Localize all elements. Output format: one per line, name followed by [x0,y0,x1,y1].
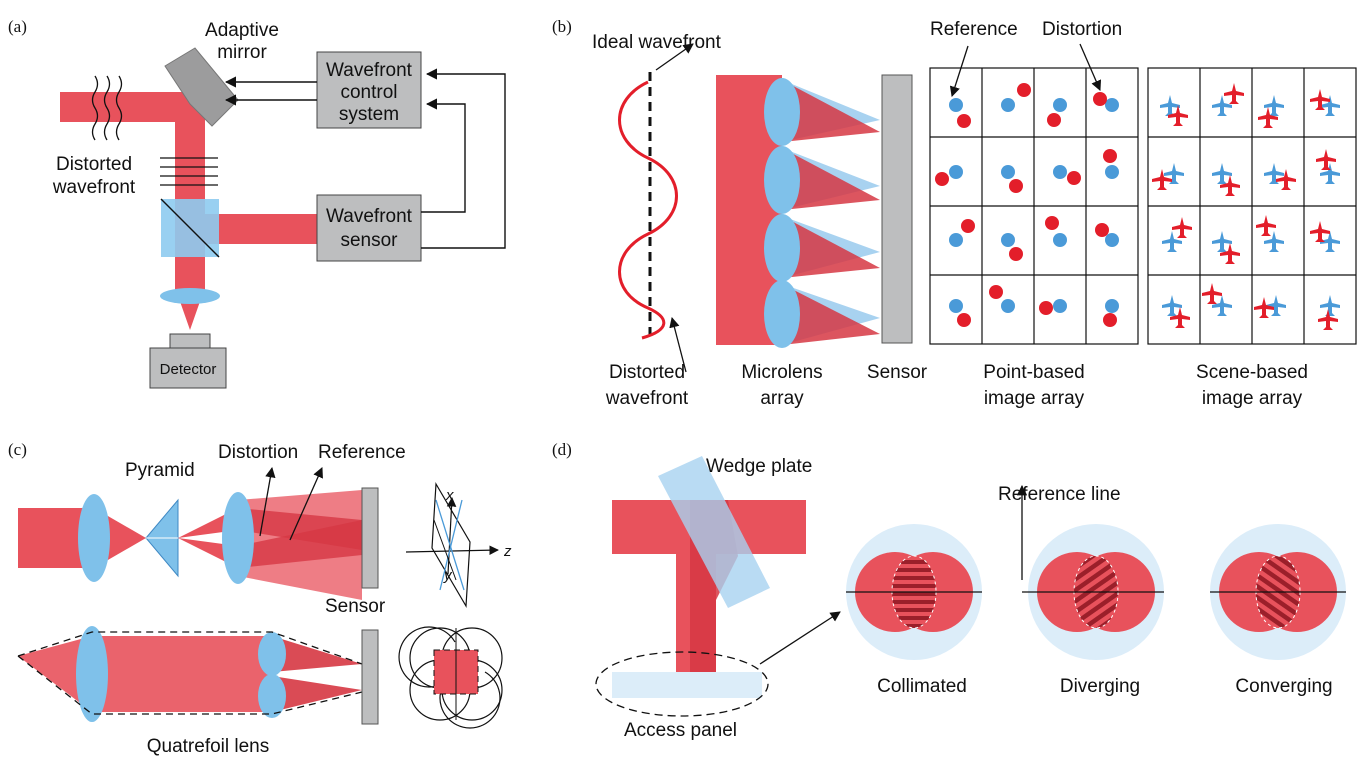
control-label-3: system [339,104,399,125]
diverging-label: Diverging [1060,676,1140,697]
panel-b-tag: (b) [552,17,572,36]
collimated-label: Collimated [877,676,967,697]
microlens-label-2: array [760,388,804,409]
distorted-label-2: wavefront [52,177,136,198]
microlens-array [764,78,800,348]
scene-label-2: image array [1202,388,1303,409]
adaptive-label-1: Adaptive [205,20,279,41]
q-input-cone [18,636,92,712]
distortion-waves [91,75,123,141]
microlens-cones [782,80,880,345]
point-based-grid [929,67,1139,345]
control-label-1: Wavefront [326,60,413,81]
sensor-label-1: Wavefront [326,206,413,227]
sensor-label-2: sensor [340,230,398,251]
b-distorted-label-1: Distorted [609,362,685,383]
control-label-2: control [340,82,397,103]
access-panel-label: Access panel [624,720,737,741]
c-lens-1 [78,494,110,582]
q-lens-bottom [258,674,286,718]
c-sensor-label: Sensor [325,596,386,617]
b-sensor [881,74,913,344]
detector-box [149,347,227,389]
axis-y-label: y [443,567,453,584]
panel-c: (c) x y z [8,440,512,757]
ideal-wavefront-label: Ideal wavefront [592,32,722,53]
adaptive-label-2: mirror [217,42,267,63]
feedback-arrows [224,68,506,249]
panel-a-tag: (a) [8,17,27,36]
wavefront-sensor-box [316,194,422,262]
wedge-plate [658,456,770,608]
wavefront-lines [160,157,218,186]
quatrefoil-diagram [398,626,503,729]
point-label-2: image array [984,388,1085,409]
q-lens-1 [76,626,108,722]
distorted-wavefront-curve [618,80,678,340]
panel-d: (d) [552,440,1346,741]
control-system-box [316,51,422,129]
scene-label-1: Scene-based [1196,362,1308,383]
b-sensor-label: Sensor [867,362,928,383]
distortion-label: Distortion [1042,19,1122,40]
vertical-beam [175,92,205,292]
c-sensor [361,487,379,589]
scene-based-grid [1147,67,1357,345]
reference-line-label: Reference line [998,484,1121,505]
converging-label: Converging [1235,676,1332,697]
access-panel-ellipse [595,651,769,717]
collimated-pattern [846,524,982,660]
axis-z-label: z [503,543,512,560]
wedge-plate-label: Wedge plate [706,456,812,477]
q-sensor [361,629,379,725]
axis-x-label: x [445,487,454,504]
point-spots [935,83,1119,327]
panel-d-tag: (d) [552,440,572,459]
point-label-1: Point-based [983,362,1084,383]
sensor-beam [205,214,317,244]
converging-pattern [1210,524,1346,660]
reference-label: Reference [930,19,1018,40]
b-distorted-label-2: wavefront [605,388,689,409]
microlens-label-1: Microlens [741,362,822,383]
c-reference-label: Reference [318,442,406,463]
pyramid-label: Pyramid [125,460,195,481]
adaptive-mirror [164,47,239,127]
access-panel-rect [612,672,762,698]
q-lens-top [258,632,286,676]
c-distortion-label: Distortion [218,442,298,463]
focusing-lens [160,288,220,304]
panel-c-tag: (c) [8,440,27,459]
coordinate-frame: x y z [405,482,512,608]
c-lens-2 [222,492,254,584]
detector-label: Detector [160,361,217,378]
panel-a: (a) Detector Wavefron [8,17,506,389]
diverging-pattern [1022,524,1164,660]
distorted-label-1: Distorted [56,154,132,175]
quatrefoil-label: Quatrefoil lens [147,736,270,757]
panel-b: (b) [552,17,1357,409]
